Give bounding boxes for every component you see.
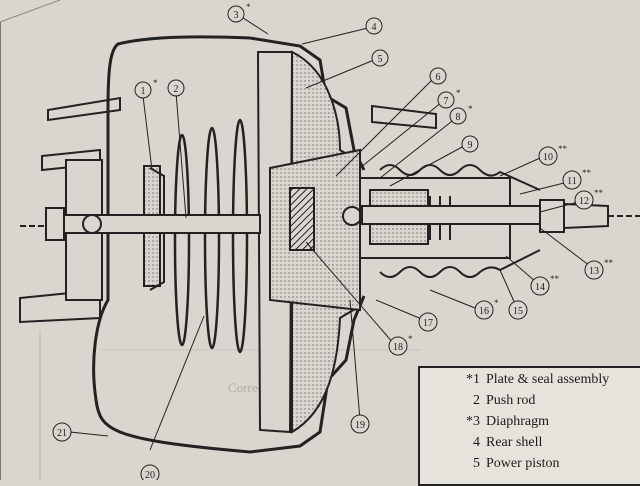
callout-6-number: 6 <box>436 72 441 83</box>
callout-14-number: 14 <box>535 282 545 293</box>
callout-9: 9 <box>461 135 479 153</box>
legend-label: Power piston <box>486 456 560 471</box>
callout-18-number: 18 <box>393 342 403 353</box>
callout-2-number: 2 <box>174 84 179 95</box>
callout-20-number: 20 <box>145 470 155 480</box>
callout-8-mark: * <box>468 104 473 114</box>
legend-mark: 5 <box>473 456 480 471</box>
callout-11-number: 11 <box>567 176 577 187</box>
legend-mark: 2 <box>473 393 480 408</box>
callout-10-number: 10 <box>543 152 553 163</box>
legend-label: Plate & seal assembly <box>486 372 610 387</box>
callout-3: 3* <box>227 2 251 23</box>
callout-15-number: 15 <box>513 306 523 317</box>
callout-10: 10 ** <box>538 144 568 166</box>
callout-17-number: 17 <box>423 318 433 329</box>
callout-12-mark: ** <box>594 188 604 198</box>
boot <box>379 164 541 278</box>
callout-5: 5 <box>371 49 389 67</box>
leader-lines <box>69 15 591 451</box>
callout-9-number: 9 <box>468 140 473 151</box>
callout-10-mark: ** <box>558 144 568 154</box>
callout-1-mark: * <box>153 78 158 88</box>
callout-16: 16 * <box>474 298 499 320</box>
legend-mark: *1 <box>466 372 480 387</box>
parts-legend: *1 Plate & seal assembly 2 Push rod *3 D… <box>418 366 640 486</box>
callout-1: 1* <box>134 78 158 99</box>
callout-3-number: 3 <box>234 10 239 21</box>
callout-21: 21 <box>52 422 72 442</box>
push-rod <box>20 207 261 241</box>
callout-19: 19 <box>350 414 370 434</box>
callout-18: 18 * <box>388 334 413 356</box>
legend-row: *3 Diaphragm <box>420 414 640 434</box>
callout-4: 4 <box>365 17 383 35</box>
legend-label: Diaphragm <box>486 414 549 429</box>
legend-label: Push rod <box>486 393 536 408</box>
callout-14: 14 ** <box>530 274 560 296</box>
callout-12-number: 12 <box>579 196 589 207</box>
callout-7-mark: * <box>456 88 461 98</box>
callout-6: 6 <box>429 67 447 85</box>
callout-16-number: 16 <box>479 306 489 317</box>
callout-8: 8* <box>449 104 473 125</box>
operating-rod <box>361 199 640 233</box>
callout-7-number: 7 <box>444 96 449 107</box>
callout-15: 15 <box>508 300 528 320</box>
callout-7: 7* <box>437 88 461 109</box>
callout-2: 2 <box>167 79 185 97</box>
legend-mark: *3 <box>466 414 480 429</box>
callout-5-number: 5 <box>378 54 383 65</box>
callout-14-mark: ** <box>550 274 560 284</box>
callout-17: 17 <box>418 312 438 332</box>
legend-row: 2 Push rod <box>420 393 640 413</box>
callout-13-mark: ** <box>604 258 614 268</box>
callout-4-number: 4 <box>372 22 377 33</box>
callout-13: 13 ** <box>584 258 614 280</box>
legend-label: Rear shell <box>486 435 543 450</box>
callout-3-mark: * <box>246 2 251 12</box>
callout-1-number: 1 <box>141 86 146 97</box>
legend-row: 5 Power piston <box>420 456 640 476</box>
callout-18-mark: * <box>408 334 413 344</box>
legend-mark: 4 <box>473 435 480 450</box>
callout-21-number: 21 <box>57 428 67 439</box>
callout-13-number: 13 <box>589 266 599 277</box>
legend-row: 4 Rear shell <box>420 435 640 455</box>
legend-row: *1 Plate & seal assembly <box>420 372 640 392</box>
callout-11-mark: ** <box>582 168 592 178</box>
callout-11: 11 ** <box>562 168 592 190</box>
callout-12: 12 ** <box>574 188 604 210</box>
callout-19-number: 19 <box>355 420 365 431</box>
callout-8-number: 8 <box>456 112 461 123</box>
callout-16-mark: * <box>494 298 499 308</box>
callout-20: 20 <box>140 464 160 484</box>
